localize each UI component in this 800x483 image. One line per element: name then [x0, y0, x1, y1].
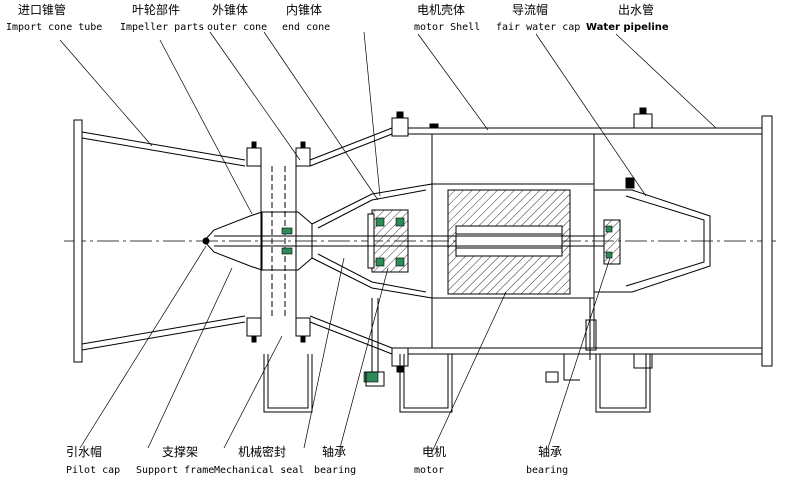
label-bearing-2-zh: 轴承 [538, 445, 563, 459]
motor [431, 183, 595, 299]
label-fair-water-cap-zh: 导流帽 [512, 3, 549, 17]
label-end-cone-en: end cone [282, 22, 331, 33]
base-supports [263, 354, 651, 413]
label-impeller-parts-en: Impeller parts [120, 22, 205, 33]
label-support-frame-en: Support frame [136, 465, 215, 476]
label-fair-water-cap-en: fair water cap [496, 22, 581, 33]
label-impeller-parts-zh: 叶轮部件 [132, 3, 181, 17]
bearing-seal-parts [281, 217, 613, 383]
import-cone-tube [73, 119, 246, 363]
fair-water-cap [594, 177, 711, 293]
shaft [214, 235, 604, 247]
label-water-pipeline-zh: 出水管 [618, 3, 655, 17]
label-bearing-2-en: bearing [526, 465, 569, 476]
label-end-cone-zh: 内锥体 [286, 3, 323, 17]
label-water-pipeline-en: Water pipeline [586, 22, 669, 33]
label-motor-zh: 电机 [422, 445, 447, 459]
label-motor-shell-zh: 电机壳体 [417, 3, 466, 17]
label-outer-cone-en: outer cone [207, 22, 268, 33]
label-motor-en: motor [414, 465, 445, 476]
label-outer-cone-zh: 外锥体 [212, 3, 249, 17]
label-import-cone-tube-en: Import cone tube [6, 22, 103, 33]
outlet-flange [761, 115, 773, 367]
label-mechanical-seal-en: Mechanical seal [214, 465, 305, 476]
label-support-frame-zh: 支撑架 [162, 445, 199, 459]
drain-pipes [365, 298, 597, 387]
label-bearing-1-zh: 轴承 [322, 445, 347, 459]
label-motor-shell-en: motor Shell [414, 22, 481, 33]
label-pilot-cap-zh: 引水帽 [66, 445, 103, 459]
impeller-housing [246, 141, 311, 343]
label-pilot-cap-en: Pilot cap [66, 465, 121, 476]
leader-lines [59, 31, 717, 453]
label-import-cone-tube-zh: 进口锥管 [18, 3, 67, 17]
label-mechanical-seal-zh: 机械密封 [238, 445, 287, 459]
label-bearing-1-en: bearing [314, 465, 357, 476]
pilot-cap-hub [202, 211, 313, 271]
